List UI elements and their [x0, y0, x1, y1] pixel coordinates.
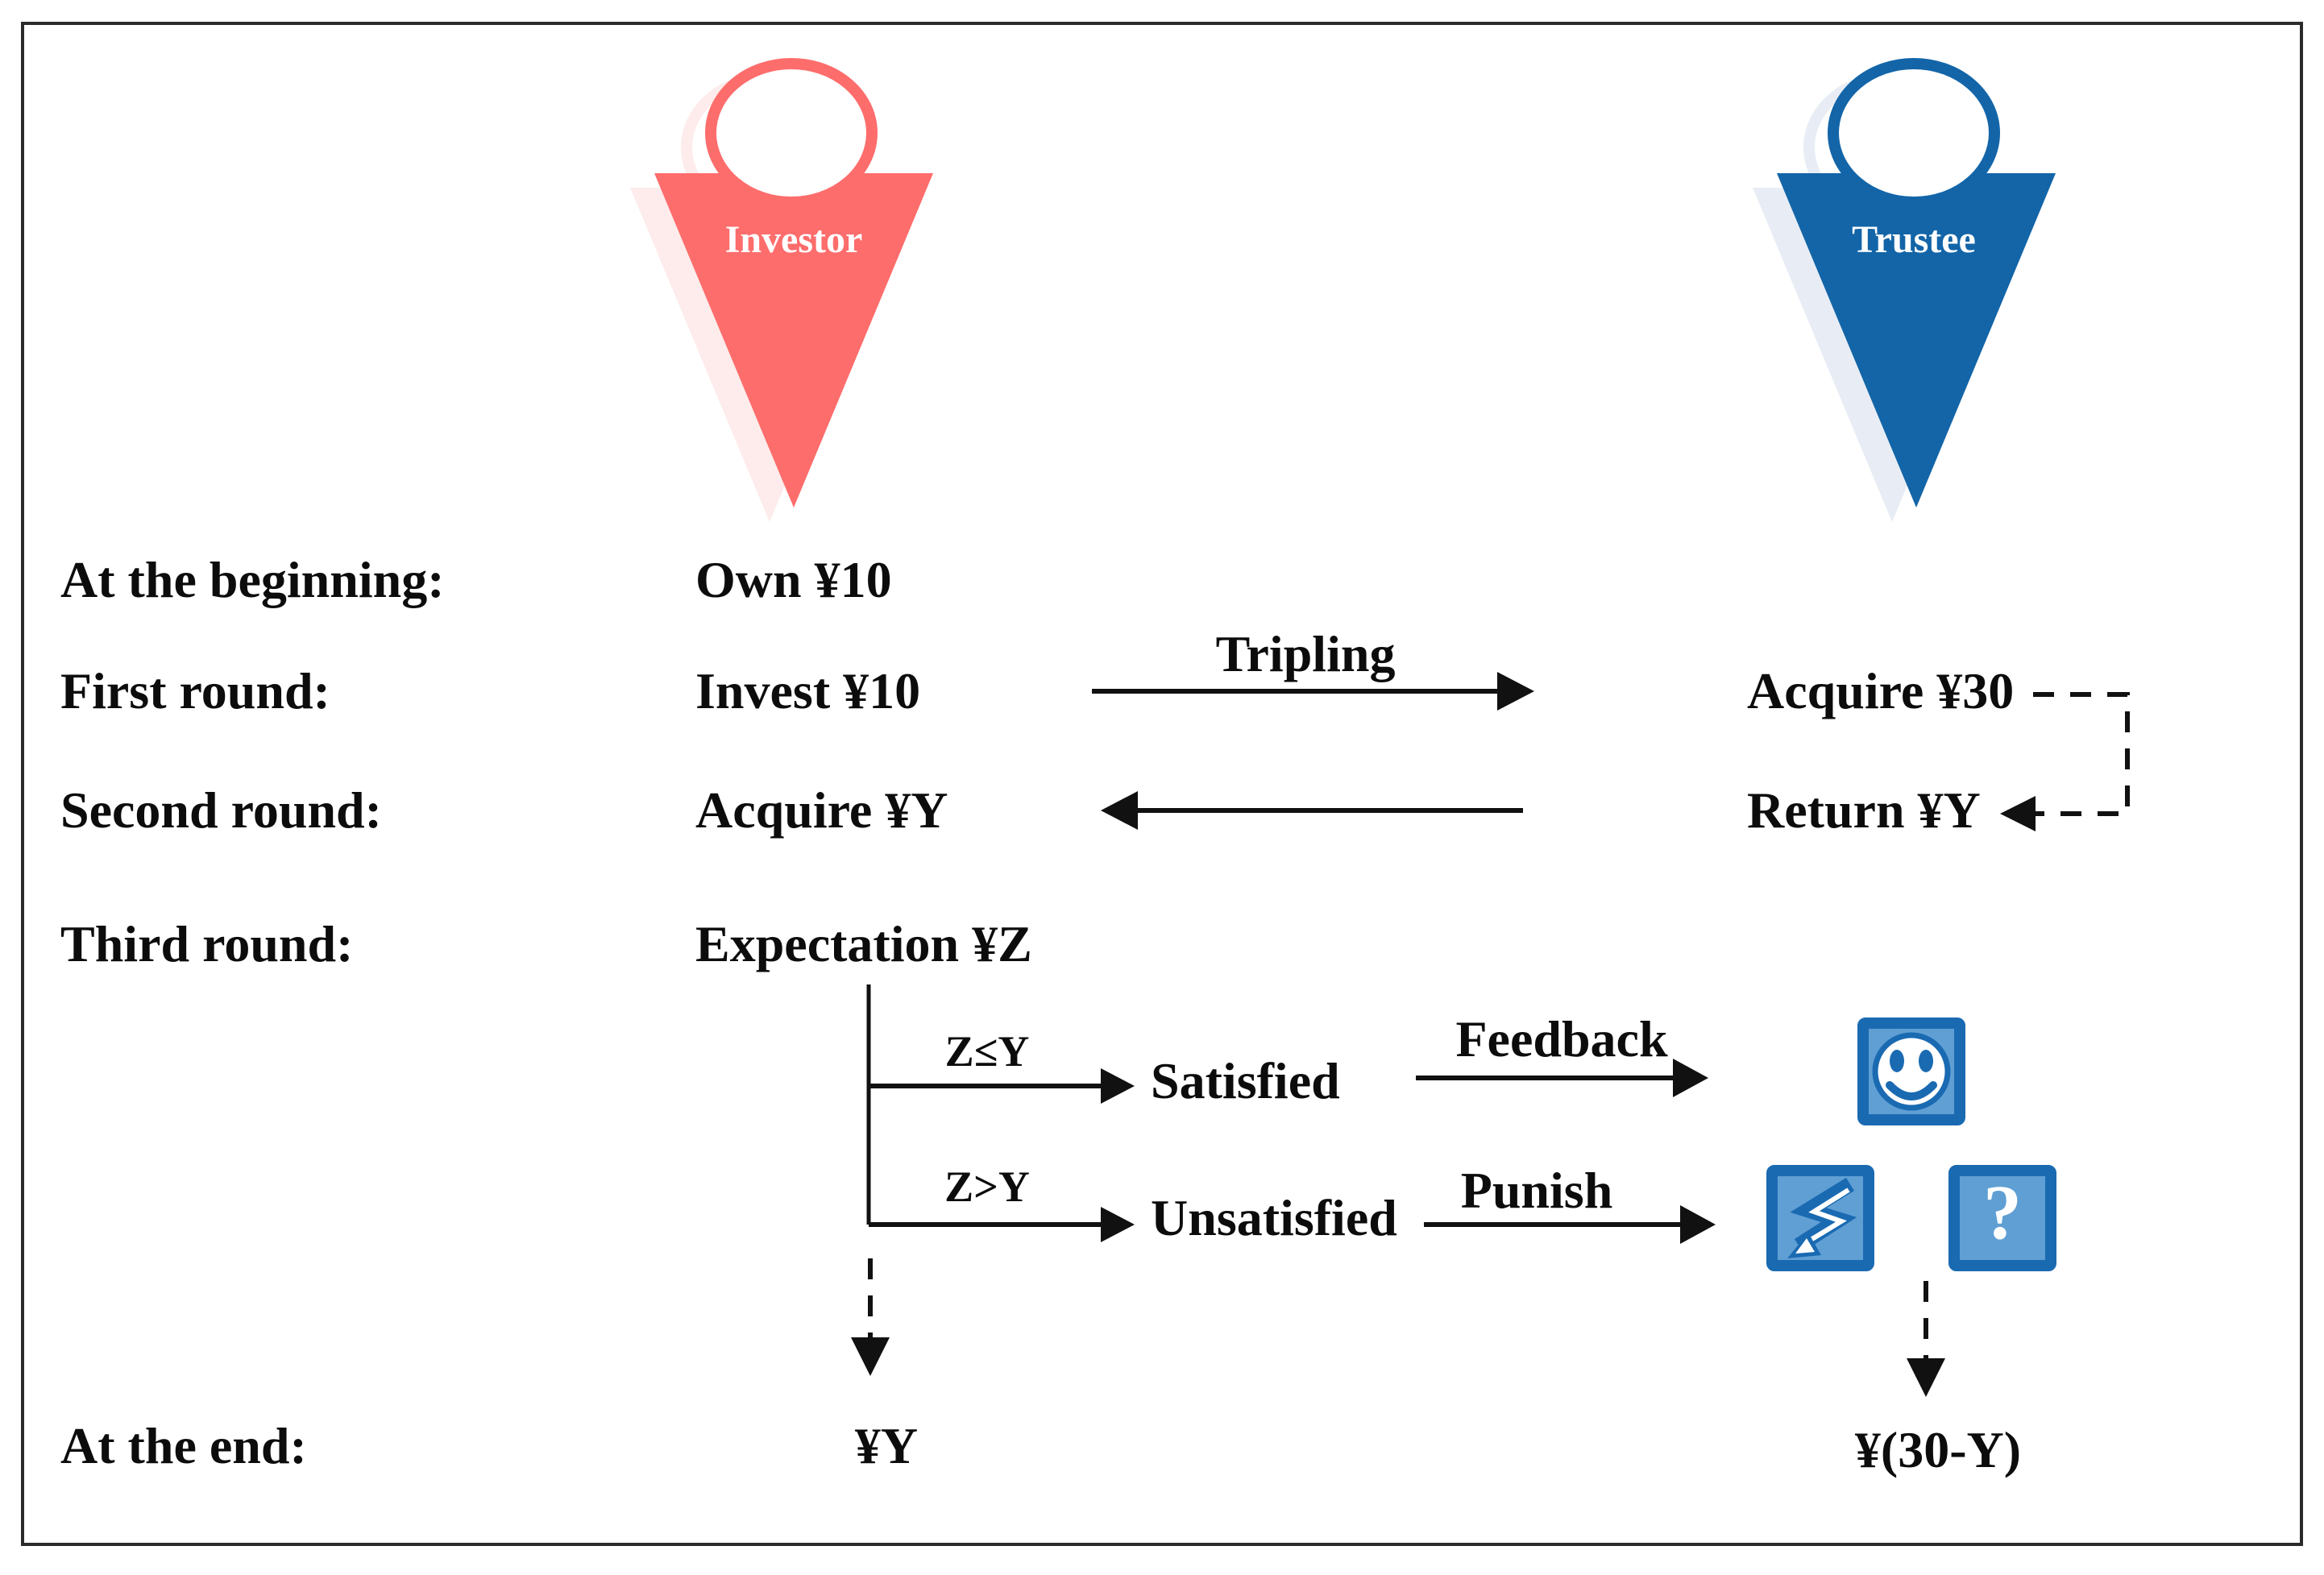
- outcome-unsatisfied: Unsatisfied: [1151, 1189, 1397, 1246]
- row-label-beginning: At the beginning:: [60, 551, 445, 608]
- condition-unsatisfied: Z>Y: [944, 1163, 1030, 1211]
- outcome-satisfied: Satisfied: [1151, 1052, 1340, 1109]
- trustee-value-end: ¥(30-Y): [1854, 1421, 2022, 1478]
- investor-value-first: Invest ¥10: [695, 662, 921, 719]
- question-icon: [1948, 1165, 2056, 1271]
- investor-value-end: ¥Y: [854, 1417, 919, 1474]
- condition-satisfied: Z≤Y: [944, 1027, 1030, 1076]
- return-arrow: [1101, 791, 1523, 830]
- row-label-second: Second round:: [60, 781, 382, 839]
- feedback-arrow: [1416, 1059, 1708, 1097]
- row-label-end: At the end:: [60, 1417, 307, 1474]
- outer-frame: [21, 22, 2303, 1546]
- punish-arrow-label: Punish: [1460, 1162, 1613, 1219]
- question-mark-glyph: ?: [1983, 1169, 2022, 1255]
- investor-outcome-dashed-arrow: [851, 1258, 890, 1376]
- trustee-value-second: Return ¥Y: [1747, 781, 1981, 839]
- expectation-branch-tree: [866, 984, 1135, 1242]
- investor-value-beginning: Own ¥10: [695, 551, 892, 608]
- trustee-outcome-dashed-arrow: [1907, 1281, 1945, 1397]
- investor-body-triangle: [654, 173, 933, 508]
- row-label-first: First round:: [60, 662, 330, 719]
- tripling-arrow-label: Tripling: [1215, 625, 1396, 682]
- investor-label: Investor: [724, 218, 863, 261]
- lightning-punish-icon: [1766, 1165, 1874, 1271]
- investor-value-second: Acquire ¥Y: [695, 781, 948, 839]
- acquire-to-return-dashed-connector: [2000, 692, 2130, 831]
- investor-head-circle: [705, 58, 878, 208]
- trustee-value-first: Acquire ¥30: [1747, 662, 2015, 719]
- smiley-face-icon: [1857, 1018, 1965, 1125]
- punish-arrow: [1424, 1205, 1716, 1244]
- tripling-arrow: [1092, 672, 1534, 711]
- row-label-third: Third round:: [60, 915, 354, 972]
- trustee-label: Trustee: [1852, 218, 1976, 261]
- investor-value-third: Expectation ¥Z: [695, 915, 1032, 972]
- trustee-head-circle: [1828, 58, 2000, 208]
- trustee-body-triangle: [1777, 173, 2056, 508]
- feedback-arrow-label: Feedback: [1455, 1010, 1668, 1067]
- investor-icon: [630, 58, 933, 522]
- trustee-icon: [1753, 58, 2056, 522]
